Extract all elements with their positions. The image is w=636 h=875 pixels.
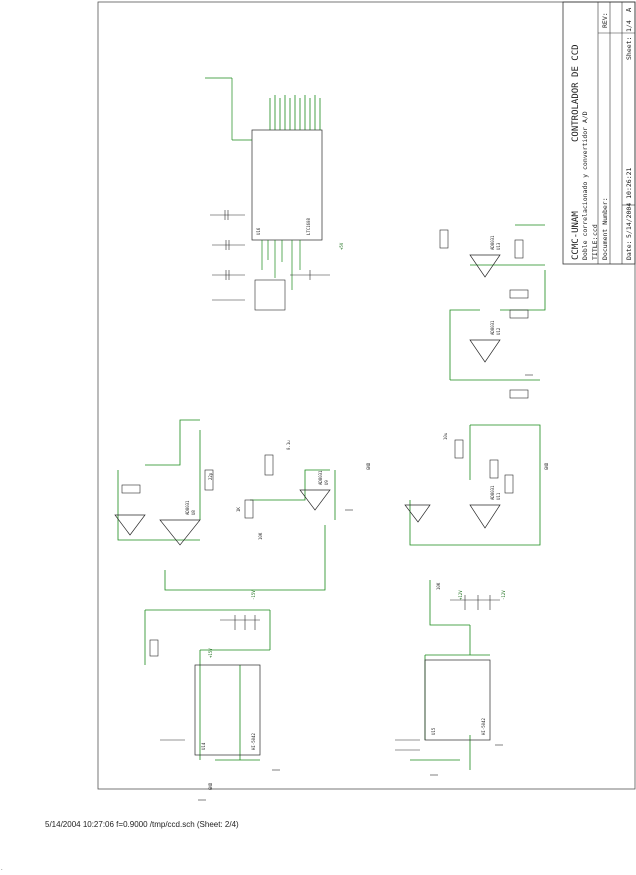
tb-title-value: ccd [591, 224, 599, 236]
tb-date-label: Date: [625, 240, 633, 260]
tb-sheet-value: 1/4 [625, 20, 633, 32]
net-m15-left: -15V [251, 590, 256, 600]
op-amps-right [404, 254, 501, 529]
left-passives [121, 454, 274, 741]
tb-subtitle: Doble correlacionado y convertidor A/D [581, 111, 589, 260]
op-amps-left [114, 489, 331, 546]
sheet-border [97, 1, 636, 790]
net-m12-right: -12V [501, 590, 506, 600]
u11-label: U11 [496, 492, 501, 500]
svg-text:LTC1608: LTC1608 [306, 218, 311, 235]
val-10u-right: 10u [443, 432, 448, 440]
corner-mark: . [1, 866, 3, 872]
u16-adc: U16 LTC1608 [205, 77, 323, 290]
title-block: CCMC-UNAM CONTROLADOR DE CCD Doble corre… [562, 1, 636, 265]
val-01u-left: 0.1u [286, 440, 291, 450]
u12-part: AD8031 [490, 320, 495, 335]
tb-docnum-label: Document Number: [601, 197, 609, 260]
tb-company: CCMC-UNAM [571, 211, 581, 260]
net-vdd5: +5V [339, 242, 344, 250]
u9-part: AD8031 [318, 470, 323, 485]
upper-left-chain [117, 419, 336, 761]
val-1k-left: 1K [236, 507, 241, 512]
u8-label: U8 [191, 510, 196, 515]
u15-switch: U15 HI-5042 [424, 659, 491, 741]
svg-text:U14: U14 [201, 742, 206, 750]
gnd-label-3: GND [544, 462, 549, 470]
tb-rev-label: REV: [601, 12, 609, 28]
tb-project: CONTROLADOR DE CCD [571, 44, 581, 142]
svg-text:U16: U16 [256, 227, 261, 235]
lower-right-chain [409, 224, 546, 770]
svg-text:HI-5042: HI-5042 [251, 733, 256, 750]
u11-part: AD8031 [490, 485, 495, 500]
gnd-label-2: GND [208, 782, 213, 790]
val-22p-left: 22p [208, 472, 213, 480]
right-passives [395, 229, 529, 751]
print-footer: 5/14/2004 10:27:06 f=0.9000 /tmp/ccd.sch… [45, 820, 239, 829]
u13-part: AD8031 [490, 235, 495, 250]
tb-rev-value: A [625, 7, 633, 12]
net-p15-left: +15V [208, 648, 213, 658]
tb-date-value: 5/14/2004 10:26:21 [625, 167, 633, 238]
u12-label: U12 [496, 327, 501, 335]
gnd-symbols [198, 374, 533, 801]
tb-sheet-label: Sheet: [625, 37, 633, 60]
svg-text:U15: U15 [431, 727, 436, 735]
gnd-label-1: GND [366, 462, 371, 470]
val-10k-right: 10K [436, 582, 441, 590]
u16-passives [210, 210, 330, 311]
svg-text:HI-5042: HI-5042 [481, 718, 486, 735]
val-10k-left: 10K [258, 532, 263, 540]
u14-switch: U14 HI-5042 [194, 664, 261, 756]
u8-part: AD8031 [185, 500, 190, 515]
net-p12-right: +12V [458, 590, 463, 600]
u9-label: U9 [324, 480, 329, 485]
u13-label: U13 [496, 242, 501, 250]
tb-title-label: TITLE: [591, 237, 599, 260]
